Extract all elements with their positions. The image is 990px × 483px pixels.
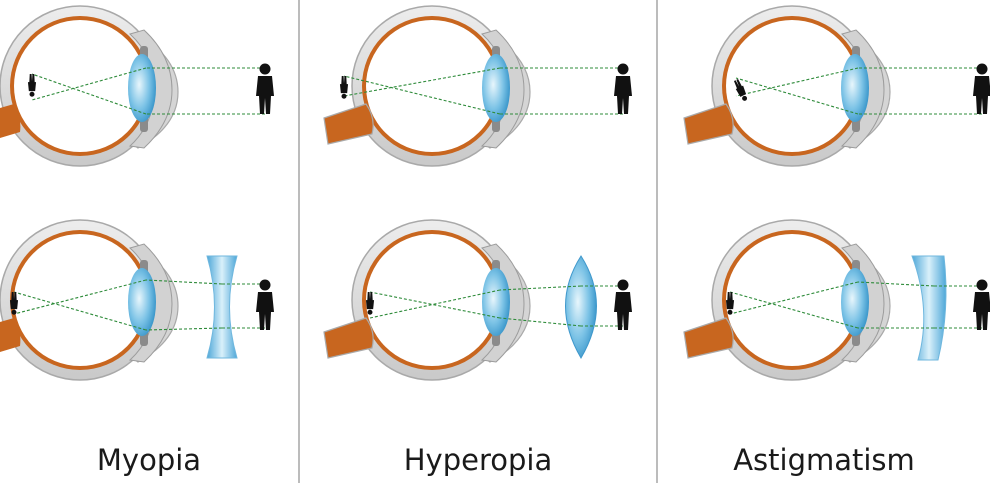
hyperopia-convex-lens <box>565 255 597 359</box>
astigmatism-cylindrical-lens <box>911 255 947 361</box>
myopia-object-figure <box>256 63 274 114</box>
hyperopia-panel <box>323 5 632 381</box>
myopia-eye-uncorrected <box>0 5 274 167</box>
myopia-lens <box>128 54 156 122</box>
myopia-concave-lens <box>206 255 238 359</box>
astigmatism-panel <box>683 5 990 381</box>
myopia-panel <box>0 5 274 381</box>
hyperopia-eye-corrected <box>323 219 632 381</box>
hyperopia-eye-uncorrected <box>323 5 632 167</box>
myopia-eye-corrected <box>0 219 274 381</box>
hyperopia-object-figure <box>614 63 632 114</box>
astigmatism-eye-uncorrected <box>683 5 990 167</box>
astigmatism-eye-corrected <box>683 219 990 381</box>
myopia-label: Myopia <box>96 443 202 477</box>
astigmatism-label: Astigmatism <box>733 443 915 477</box>
astigmatism-object-figure <box>973 63 990 114</box>
hyperopia-label: Hyperopia <box>403 443 553 477</box>
